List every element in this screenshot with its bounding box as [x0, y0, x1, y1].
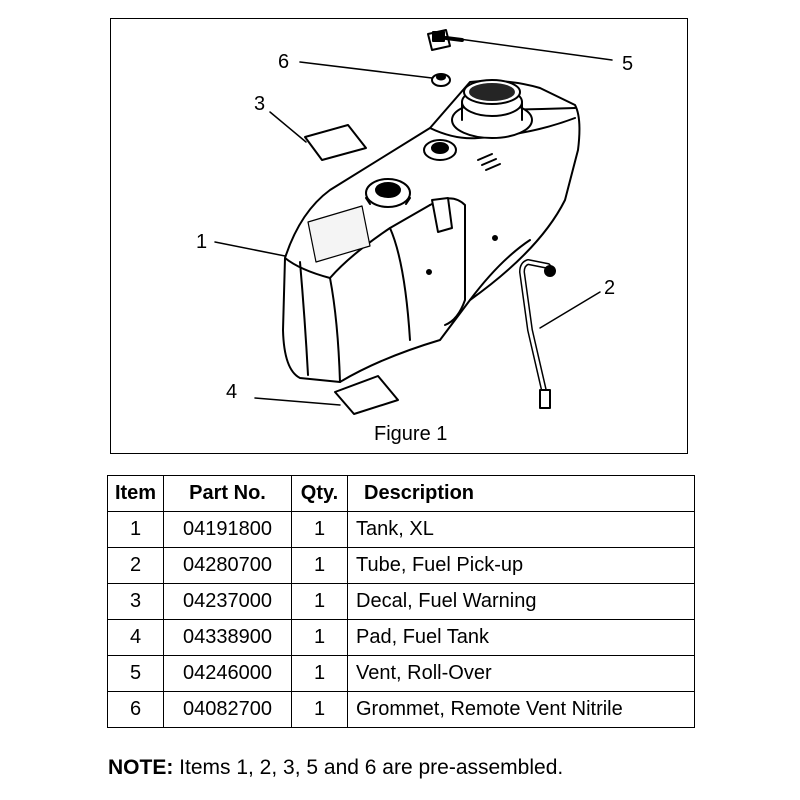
part-no-cell: 04191800: [163, 511, 292, 548]
parts-table: Item Part No. Qty. Description 1 0419180…: [107, 475, 695, 728]
callout-2: 2: [604, 277, 615, 299]
header-item: Item: [107, 475, 164, 512]
item-cell: 6: [107, 691, 164, 728]
assembly-note: NOTE: Items 1, 2, 3, 5 and 6 are pre-ass…: [108, 756, 563, 780]
table-row: 6 04082700 1 Grommet, Remote Vent Nitril…: [107, 691, 695, 728]
table-row: 4 04338900 1 Pad, Fuel Tank: [107, 619, 695, 656]
description-cell: Grommet, Remote Vent Nitrile: [347, 691, 695, 728]
fuel-warning-decal-drawing: [304, 124, 367, 161]
table-row: 2 04280700 1 Tube, Fuel Pick-up: [107, 547, 695, 584]
callout-4: 4: [226, 381, 237, 403]
callout-1: 1: [196, 231, 207, 253]
fuel-tank-drawing: [282, 79, 581, 383]
header-part-no: Part No.: [163, 475, 292, 512]
qty-cell: 1: [291, 583, 348, 620]
item-cell: 1: [107, 511, 164, 548]
part-no-cell: 04237000: [163, 583, 292, 620]
part-no-cell: 04280700: [163, 547, 292, 584]
part-no-cell: 04338900: [163, 619, 292, 656]
item-cell: 2: [107, 547, 164, 584]
description-cell: Tube, Fuel Pick-up: [347, 547, 695, 584]
qty-cell: 1: [291, 655, 348, 692]
header-description: Description: [347, 475, 695, 512]
callout-6: 6: [278, 51, 289, 73]
item-cell: 4: [107, 619, 164, 656]
table-row: 1 04191800 1 Tank, XL: [107, 511, 695, 548]
item-cell: 3: [107, 583, 164, 620]
qty-cell: 1: [291, 511, 348, 548]
callout-5: 5: [622, 53, 633, 75]
fuel-tank-pad-drawing: [334, 375, 399, 415]
figure-caption: Figure 1: [374, 423, 447, 445]
note-label: NOTE:: [108, 756, 174, 779]
description-cell: Pad, Fuel Tank: [347, 619, 695, 656]
roll-over-vent-drawing: [427, 29, 464, 51]
fuel-pickup-tube-drawing: [519, 259, 556, 409]
header-qty: Qty.: [291, 475, 348, 512]
description-cell: Decal, Fuel Warning: [347, 583, 695, 620]
part-no-cell: 04082700: [163, 691, 292, 728]
item-cell: 5: [107, 655, 164, 692]
description-cell: Vent, Roll-Over: [347, 655, 695, 692]
note-text: Items 1, 2, 3, 5 and 6 are pre-assembled…: [173, 756, 564, 779]
table-row: 5 04246000 1 Vent, Roll-Over: [107, 655, 695, 692]
grommet-drawing: [431, 73, 451, 87]
part-no-cell: 04246000: [163, 655, 292, 692]
figure-frame: [110, 18, 688, 454]
table-header-row: Item Part No. Qty. Description: [107, 475, 695, 512]
qty-cell: 1: [291, 619, 348, 656]
callout-3: 3: [254, 93, 265, 115]
table-row: 3 04237000 1 Decal, Fuel Warning: [107, 583, 695, 620]
qty-cell: 1: [291, 691, 348, 728]
qty-cell: 1: [291, 547, 348, 584]
fuel-tank-diagram: 1 2 3 4 5 6 Figure 1: [196, 29, 633, 445]
description-cell: Tank, XL: [347, 511, 695, 548]
